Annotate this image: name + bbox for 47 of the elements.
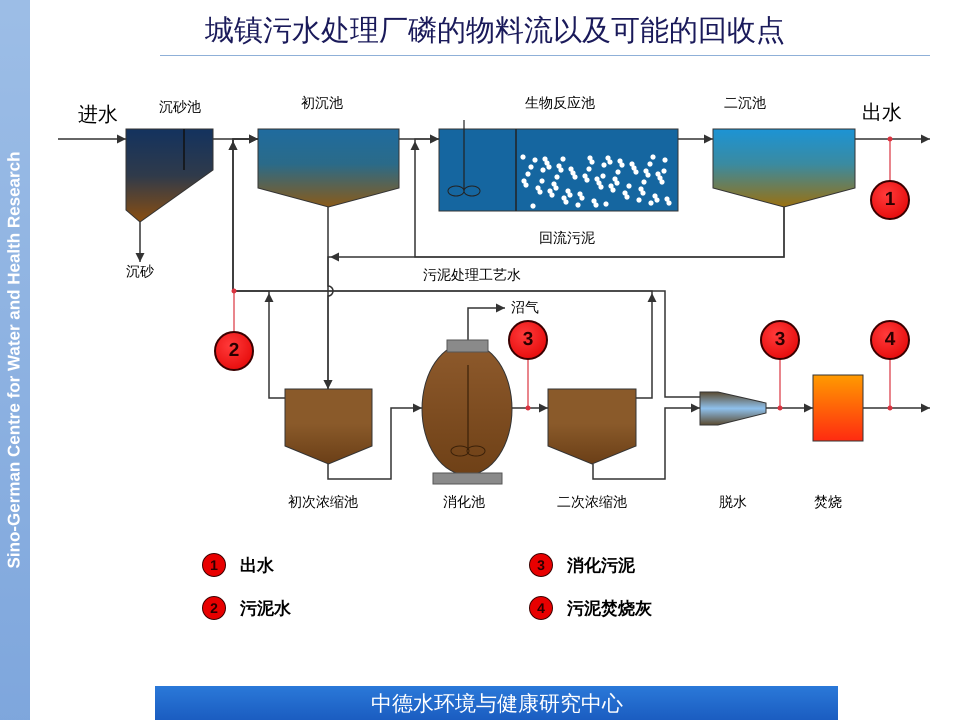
- callout-number: 3: [508, 320, 548, 360]
- product-label: 沉砂: [115, 262, 165, 282]
- legend-marker: 2: [202, 596, 226, 620]
- tank-label: 二沉池: [724, 96, 766, 112]
- tank-label: 消化池: [443, 495, 485, 511]
- callout-number: 1: [870, 180, 910, 220]
- inlet-label: 进水: [78, 103, 118, 125]
- legend-text: 出水: [240, 555, 274, 577]
- leader-line: [888, 136, 892, 180]
- arrow: [58, 134, 126, 144]
- legend-marker: 3: [529, 553, 553, 577]
- arrow: [766, 404, 813, 412]
- arrow: [855, 134, 930, 144]
- footer-text: 中德水环境与健康研究中心: [371, 692, 623, 716]
- tank-label: 二次浓缩池: [557, 495, 627, 511]
- tank-label: 沉砂池: [159, 100, 201, 116]
- edge-label: 回流污泥: [537, 231, 597, 247]
- callout-number: 3: [760, 320, 800, 360]
- tank-label: 脱水: [719, 495, 747, 511]
- arrow: [863, 404, 930, 412]
- product-label: 沼气: [505, 297, 545, 319]
- leader-line: [888, 360, 892, 410]
- arrow: [512, 404, 548, 412]
- outlet-label: 出水: [858, 102, 930, 139]
- edge-label: 污泥处理工艺水: [421, 268, 523, 284]
- leader-line: [778, 360, 782, 410]
- arrow: [592, 404, 700, 480]
- leader-line: [526, 360, 530, 410]
- arrow: [678, 134, 713, 144]
- legend-marker: 1: [202, 553, 226, 577]
- arrow: [327, 404, 422, 480]
- arrow: [467, 304, 505, 340]
- callout-number: 4: [870, 320, 910, 360]
- legend-marker: 4: [529, 596, 553, 620]
- arrow: [324, 207, 334, 389]
- legend-text: 消化污泥: [567, 555, 635, 577]
- tank-label: 生物反应池: [525, 96, 595, 112]
- sidebar-text: Sino-German Centre for Water and Health Research: [6, 152, 24, 568]
- callout-number: 2: [214, 331, 254, 371]
- arrow: [136, 222, 144, 262]
- tank-label: 初次浓缩池: [288, 495, 358, 511]
- leader-line: [232, 288, 236, 331]
- tank-label: 焚烧: [814, 495, 842, 511]
- title: 城镇污水处理厂磷的物料流以及可能的回收点: [205, 16, 785, 48]
- tank-label: 初沉池: [301, 96, 343, 112]
- legend-text: 污泥焚烧灰: [567, 598, 652, 620]
- legend-text: 污泥水: [240, 598, 291, 620]
